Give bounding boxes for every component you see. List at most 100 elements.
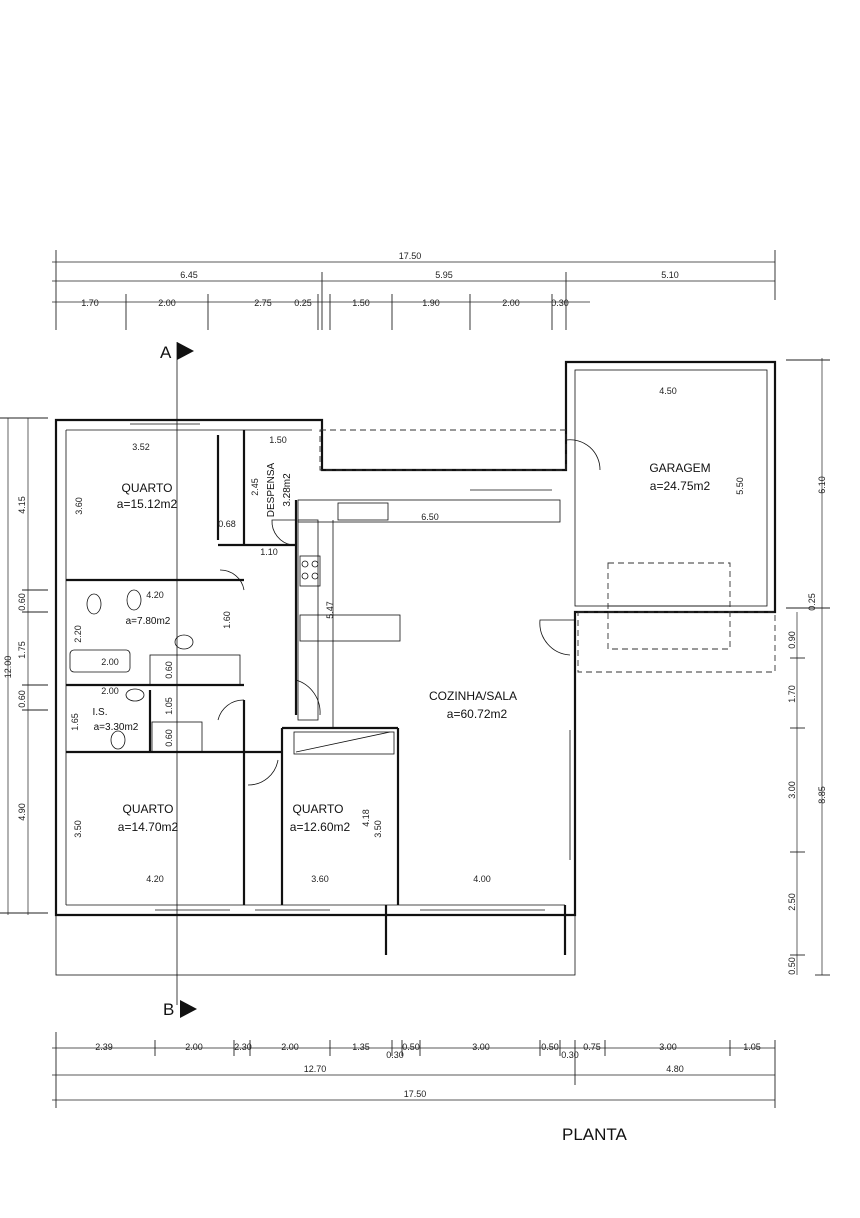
- room-wc-bath: 2.00: [101, 657, 119, 667]
- section-marker-a: A: [160, 342, 194, 1005]
- room-is-height: 1.65: [70, 713, 80, 731]
- room-wc-side: 1.60: [222, 611, 232, 629]
- dim-left-5: 4.90: [17, 803, 27, 821]
- room-quarto-3-area: a=12.60m2: [290, 820, 351, 834]
- room-cozinha-area: a=60.72m2: [447, 707, 508, 721]
- dim-right-upper-small: 0.25: [807, 593, 817, 611]
- bathroom-fittings: [69, 589, 395, 755]
- dim-right-lower-2: 1.70: [787, 685, 797, 703]
- room-wc-area: a=7.80m2: [126, 616, 171, 627]
- dim-bottom-r1-13: 1.05: [743, 1042, 761, 1052]
- dim-top-r3-1: 1.70: [81, 298, 99, 308]
- dim-top-r3-2: 2.00: [158, 298, 176, 308]
- room-is-area: a=3.30m2: [94, 722, 139, 733]
- room-garagem: GARAGEM a=24.75m2 4.50 5.50: [649, 386, 745, 495]
- dim-top-r3-3: 2.75: [254, 298, 272, 308]
- room-quarto-2-area: a=14.70m2: [118, 820, 179, 834]
- dim-top-r2-2: 5.95: [435, 270, 453, 280]
- room-quarto-3-height: 3.50: [373, 820, 383, 838]
- room-despensa-name: DESPENSA: [266, 462, 277, 517]
- dim-left-1: 4.15: [17, 496, 27, 514]
- room-is-name: I.S.: [92, 707, 107, 718]
- dim-bottom-r1-1: 2.39: [95, 1042, 113, 1052]
- dim-bottom-r1-10: 0.30: [561, 1050, 579, 1060]
- room-cozinha-width: 6.50: [421, 512, 439, 522]
- room-cozinha-bottom: 4.00: [473, 874, 491, 884]
- drawing-title: PLANTA: [562, 1125, 628, 1144]
- kitchen-fittings: [297, 499, 561, 728]
- room-quarto-3-width: 3.60: [311, 874, 329, 884]
- dim-left-4: 0.60: [17, 690, 27, 708]
- room-garagem-width: 4.50: [659, 386, 677, 396]
- dim-left-total: 12.00: [3, 656, 13, 679]
- room-quarto-1: QUARTO a=15.12m2 3.52 3.60 0.68: [74, 442, 236, 529]
- dim-bottom-r1-12: 3.00: [659, 1042, 677, 1052]
- room-wc-side2: 0.60: [164, 661, 174, 679]
- dim-bottom-r1-4: 2.00: [281, 1042, 299, 1052]
- room-quarto-3-name: QUARTO: [293, 802, 344, 816]
- room-wc: a=7.80m2 4.20 2.20 2.00 1.60 0.60: [73, 590, 232, 679]
- room-garagem-name: GARAGEM: [649, 461, 710, 475]
- dashed-overhead-elements: [319, 429, 776, 673]
- room-cozinha-island: 5.47: [325, 601, 335, 619]
- room-is-width: 2.00: [101, 686, 119, 696]
- dim-left-2: 0.60: [17, 593, 27, 611]
- section-b-label: B: [163, 1000, 174, 1019]
- room-despensa-width: 1.50: [269, 435, 287, 445]
- dim-right-lower-1: 0.90: [787, 631, 797, 649]
- room-cozinha-name: COZINHA/SALA: [429, 689, 517, 703]
- dim-top-r3-8: 0.30: [551, 298, 569, 308]
- dim-top-r3-6: 1.90: [422, 298, 440, 308]
- dim-right-upper: 6.10: [817, 476, 827, 494]
- room-quarto-1-height: 3.60: [74, 497, 84, 515]
- room-despensa: DESPENSA 3.28m2 1.50 2.45 1.10: [250, 435, 293, 557]
- dim-right-lower-3: 3.00: [787, 781, 797, 799]
- dim-top-r2-3: 5.10: [661, 270, 679, 280]
- dim-top-r3-4: 0.25: [294, 298, 312, 308]
- bottom-dimension-chains: 2.39 2.00 2.30 2.00 1.35 0.30 0.50 3.00 …: [52, 1032, 776, 1108]
- left-dimension-chains: 12.00 4.15 0.60 1.75 0.60 4.90: [0, 417, 48, 915]
- right-dimension-chains: 6.10 0.25 8.85 0.90 1.70 3.00 2.50 0.50: [786, 358, 830, 976]
- room-quarto-3: QUARTO a=12.60m2 3.60 3.50 4.18: [290, 802, 383, 884]
- room-is-depth: 1.05: [164, 697, 174, 715]
- room-quarto-1-small: 0.68: [218, 519, 236, 529]
- dim-bottom-r2-2: 4.80: [666, 1064, 684, 1074]
- dim-bottom-r1-6: 0.30: [386, 1050, 404, 1060]
- top-dimension-chains: 17.50 6.45 5.95 5.10 1.70 2.00 2.75 0.25…: [52, 250, 776, 330]
- room-quarto-2-width: 4.20: [146, 874, 164, 884]
- dim-top-r3-5: 1.50: [352, 298, 370, 308]
- dim-bottom-r1-11: 0.75: [583, 1042, 601, 1052]
- dim-top-r3-7: 2.00: [502, 298, 520, 308]
- section-a-label: A: [160, 343, 172, 362]
- dim-bottom-r1-3: 2.30: [234, 1042, 252, 1052]
- room-despensa-area: 3.28m2: [282, 473, 293, 507]
- section-marker-b: B: [163, 1000, 197, 1019]
- dim-top-r2-1: 6.45: [180, 270, 198, 280]
- room-garagem-area: a=24.75m2: [650, 479, 711, 493]
- dim-right-lower-4: 2.50: [787, 893, 797, 911]
- room-garagem-height: 5.50: [735, 477, 745, 495]
- room-cozinha-sala: COZINHA/SALA a=60.72m2 6.50 5.47 4.00: [325, 512, 517, 884]
- room-quarto-2-height: 3.50: [73, 820, 83, 838]
- building-walls: [54, 360, 777, 976]
- room-wc-height: 2.20: [73, 625, 83, 643]
- kitchen-island: [299, 614, 401, 642]
- dim-bottom-r2-1: 12.70: [304, 1064, 327, 1074]
- room-quarto-1-name: QUARTO: [122, 481, 173, 495]
- room-is: I.S. a=3.30m2 2.00 1.65 1.05 0.60: [70, 686, 174, 747]
- room-quarto-2: QUARTO a=14.70m2 4.20 3.50: [73, 802, 179, 884]
- dim-bottom-r1-2: 2.00: [185, 1042, 203, 1052]
- room-quarto-1-area: a=15.12m2: [117, 497, 178, 511]
- dim-bottom-r1-8: 3.00: [472, 1042, 490, 1052]
- dim-bottom-r1-5: 1.35: [352, 1042, 370, 1052]
- room-wc-width: 4.20: [146, 590, 164, 600]
- room-quarto-3-height2: 4.18: [361, 809, 371, 827]
- dim-bottom-r1-7: 0.50: [402, 1042, 420, 1052]
- dim-right-lower-total: 8.85: [817, 786, 827, 804]
- room-despensa-bottom: 1.10: [260, 547, 278, 557]
- dim-right-lower-5: 0.50: [787, 957, 797, 975]
- room-despensa-height: 2.45: [250, 478, 260, 496]
- room-quarto-2-name: QUARTO: [123, 802, 174, 816]
- room-quarto-1-width: 3.52: [132, 442, 150, 452]
